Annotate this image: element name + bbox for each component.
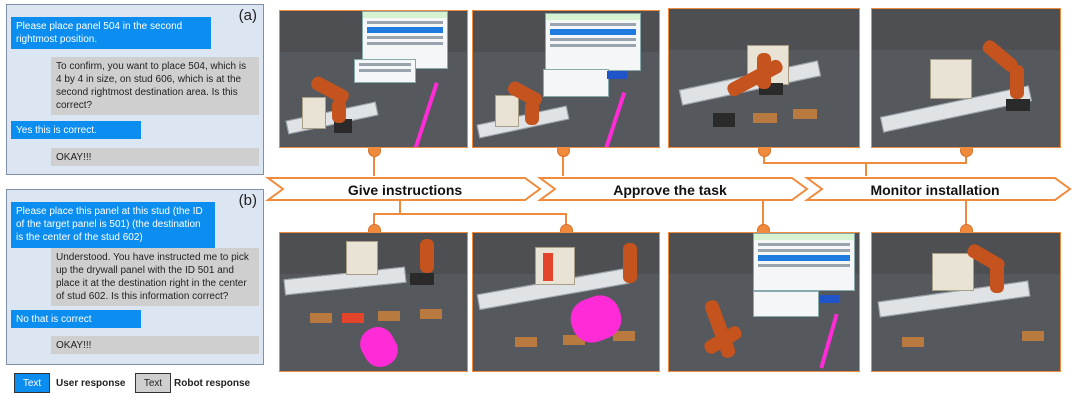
screenshot-top-4	[871, 8, 1061, 148]
robot-message: OKAY!!!	[51, 336, 259, 354]
stage-label-monitor-installation: Monitor installation	[870, 182, 1000, 198]
legend-robot-swatch: Text	[135, 373, 171, 393]
chat-panel-a: (a) Please place panel 504 in the second…	[6, 4, 264, 175]
legend-user-swatch: Text	[14, 373, 50, 393]
user-message: Yes this is correct.	[11, 121, 141, 139]
screenshot-bottom-3	[668, 232, 860, 372]
chat-panel-b: (b) Please place this panel at this stud…	[6, 189, 264, 365]
legend-robot-label: Robot response	[174, 378, 251, 389]
robot-message: Understood. You have instructed me to pi…	[51, 248, 259, 306]
panel-label-b: (b)	[238, 192, 257, 209]
user-message: No that is correct	[11, 310, 141, 328]
screenshot-bottom-2	[472, 232, 660, 372]
stage-arrow-3	[803, 177, 1072, 201]
stage-label-give-instructions: Give instructions	[347, 182, 463, 198]
user-message: Please place this panel at this stud (th…	[11, 202, 215, 248]
screenshot-bottom-1	[279, 232, 468, 372]
user-message: Please place panel 504 in the second rig…	[11, 17, 211, 49]
screenshot-top-2	[472, 10, 660, 148]
stage-arrow-1	[264, 177, 542, 201]
screenshot-top-3	[668, 8, 860, 148]
screenshot-bottom-4	[871, 232, 1061, 372]
panel-label-a: (a)	[238, 7, 257, 24]
robot-message: To confirm, you want to place 504, which…	[51, 57, 259, 115]
stage-label-approve-task: Approve the task	[613, 182, 727, 198]
screenshot-top-1	[279, 10, 468, 148]
robot-message: OKAY!!!	[51, 148, 259, 166]
legend-user-label: User response	[56, 378, 126, 389]
stage-arrow-2	[536, 177, 809, 201]
